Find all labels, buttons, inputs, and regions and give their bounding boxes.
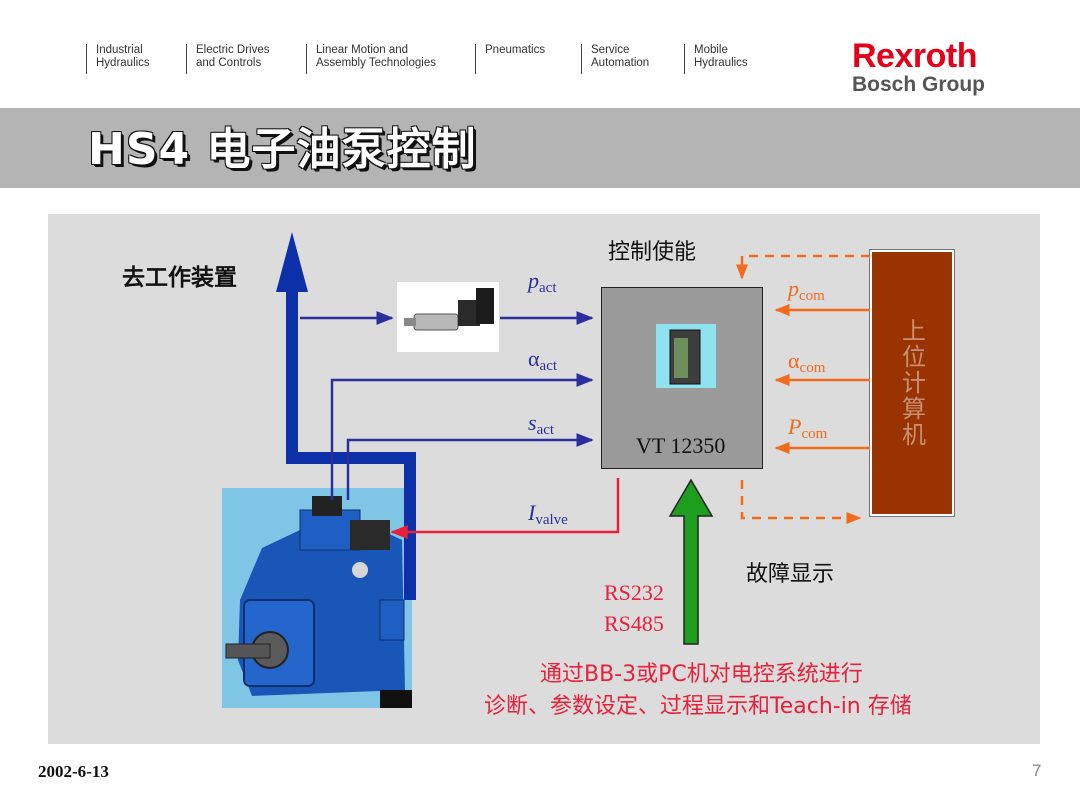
i-valve-symbol: I bbox=[528, 500, 536, 525]
nav-label-2: Hydraulics bbox=[96, 57, 150, 69]
nav-label-2: Pneumatics bbox=[485, 44, 546, 56]
alpha-act-subscript: act bbox=[539, 358, 558, 374]
p-com-symbol: p bbox=[788, 276, 799, 301]
P-com-symbol: P bbox=[788, 414, 802, 439]
host-computer-label: 上位计算机 bbox=[897, 318, 926, 448]
nav-service-automation[interactable]: Service Automation bbox=[581, 44, 649, 74]
alpha-act-line bbox=[330, 373, 594, 500]
controller-label: VT 12350 bbox=[636, 433, 726, 458]
p-act-subscript: act bbox=[539, 280, 557, 296]
fault-display-line bbox=[740, 480, 862, 524]
nav-label-2: and Controls bbox=[196, 57, 262, 69]
footer-date: 2002-6-13 bbox=[38, 762, 109, 781]
interface-arrow bbox=[668, 478, 714, 645]
P-com-subscript: com bbox=[801, 426, 828, 442]
brand-sub: Bosch Group bbox=[852, 73, 986, 96]
page-title: HS4 电子油泵控制 bbox=[88, 124, 477, 175]
i-valve-label: Ivalve bbox=[528, 500, 568, 528]
i-valve-subscript: valve bbox=[535, 512, 568, 528]
nav-mobile-hydraulics[interactable]: Mobile Hydraulics bbox=[684, 44, 748, 74]
P-com-label: Pcom bbox=[788, 414, 828, 442]
nav-label-2: Hydraulics bbox=[694, 57, 748, 69]
nav-label-1: Mobile bbox=[694, 44, 728, 56]
host-computer-box: 上位计算机 bbox=[869, 249, 955, 517]
to-work-device-line bbox=[286, 270, 416, 600]
p-act-symbol: p bbox=[528, 268, 539, 293]
p-act-label: pact bbox=[528, 268, 557, 296]
alpha-com-symbol: α bbox=[788, 348, 800, 373]
brand-name: Rexroth bbox=[852, 37, 977, 75]
p-com-label: pcom bbox=[788, 276, 825, 304]
note-line-2: 诊断、参数设定、过程显示和Teach-in 存储 bbox=[484, 694, 912, 719]
nav-label-1: Industrial bbox=[96, 44, 143, 56]
page-number: 7 bbox=[1032, 761, 1042, 780]
interface-rs232: RS232 bbox=[604, 580, 664, 605]
nav-electric-drives[interactable]: Electric Drives and Controls bbox=[186, 44, 269, 74]
s-act-symbol: s bbox=[528, 410, 537, 435]
nav-linear-motion[interactable]: Linear Motion and Assembly Technologies bbox=[306, 44, 436, 74]
to-work-device-label: 去工作装置 bbox=[122, 265, 237, 291]
nav-label-1: Linear Motion and bbox=[316, 44, 409, 56]
interface-rs485: RS485 bbox=[604, 611, 664, 636]
note-line-1: 通过BB-3或PC机对电控系统进行 bbox=[540, 662, 863, 687]
controller-card-image bbox=[656, 324, 716, 388]
s-act-label: sact bbox=[528, 410, 555, 438]
nav-label-1: Service bbox=[591, 44, 630, 56]
nav-label-2: Assembly Technologies bbox=[316, 57, 436, 69]
p-com-subscript: com bbox=[799, 288, 825, 304]
nav-pneumatics[interactable]: Pneumatics bbox=[475, 44, 545, 74]
nav-label-1: Electric Drives bbox=[196, 44, 270, 56]
title-band bbox=[0, 108, 1080, 188]
alpha-com-subscript: com bbox=[799, 360, 826, 376]
pressure-sensor-image bbox=[397, 282, 499, 352]
rexroth-logo: Rexroth Bosch Group bbox=[852, 38, 985, 96]
s-act-subscript: act bbox=[536, 422, 555, 438]
alpha-com-label: αcom bbox=[788, 348, 826, 376]
fault-display-label: 故障显示 bbox=[746, 562, 835, 587]
nav-label-2: Automation bbox=[591, 57, 650, 69]
nav-industrial-hydraulics[interactable]: Industrial Hydraulics bbox=[86, 44, 150, 74]
alpha-act-symbol: α bbox=[528, 346, 540, 371]
control-enable-line bbox=[736, 254, 870, 280]
s-act-line bbox=[346, 433, 594, 500]
alpha-act-label: αact bbox=[528, 346, 558, 374]
control-enable-label: 控制使能 bbox=[608, 240, 697, 265]
i-valve-line bbox=[390, 478, 620, 539]
to-work-device-arrow bbox=[276, 232, 308, 292]
pump-image bbox=[222, 488, 412, 708]
